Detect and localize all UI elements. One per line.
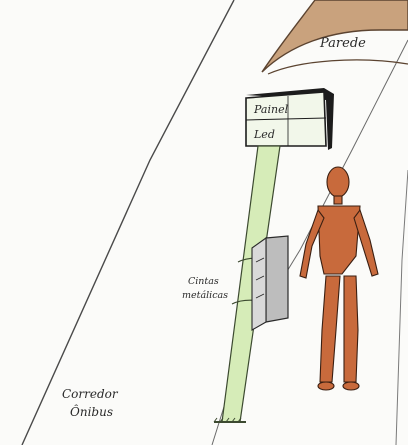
figure-leg-left <box>319 275 341 383</box>
metal-box <box>265 235 289 323</box>
ceiling-label: Parede <box>319 36 366 51</box>
pole-base-hatch <box>213 417 242 423</box>
mannequin-figure <box>299 166 379 391</box>
figure-leg-right <box>343 275 359 383</box>
figure-arm-left <box>299 208 325 279</box>
metal-box-side <box>251 236 267 331</box>
led-panel-divider <box>245 117 327 121</box>
panel-label-top: Painel <box>253 103 289 116</box>
figure-neck <box>333 195 343 205</box>
strap-label-line1: Cintas <box>188 276 219 287</box>
figure-foot-left <box>317 381 335 391</box>
metal-box-details <box>255 257 265 299</box>
ceiling-arch-edge <box>267 59 408 75</box>
led-panel: Painel Led <box>245 88 334 150</box>
figure-foot-right <box>342 381 360 391</box>
figure-torso <box>317 205 361 275</box>
panel-label-bottom: Led <box>253 128 275 141</box>
corridor-label-line1: Corredor <box>62 387 119 401</box>
left-wall-line <box>21 0 235 445</box>
figure-head <box>326 166 350 198</box>
figure-arm-right <box>353 208 379 277</box>
strap-label-line2: metálicas <box>182 290 228 301</box>
ceiling-arch <box>261 0 408 73</box>
led-panel-shadow <box>246 88 334 150</box>
right-edge-line <box>395 169 408 445</box>
corridor-label-line2: Ônibus <box>70 403 113 419</box>
